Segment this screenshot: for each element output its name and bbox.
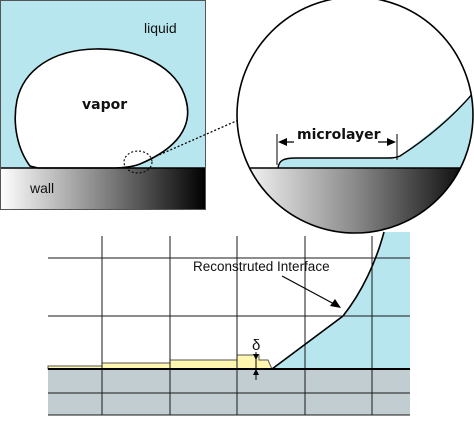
connector-line <box>151 117 244 159</box>
grid <box>48 236 410 416</box>
top-left-frame <box>0 0 206 210</box>
interface-pointer-arrowhead <box>330 299 341 308</box>
zoom-microlayer-film <box>278 158 395 168</box>
microlayer-arrow-right <box>387 138 396 146</box>
bottom-panel: δ Reconstruted Interface <box>47 231 410 416</box>
bottom-wall-region <box>48 369 410 415</box>
vapor-bubble <box>14 48 189 169</box>
microlayer-arrow-left <box>278 138 287 146</box>
zoom-interface-curve <box>277 91 473 169</box>
wall-block <box>0 168 206 210</box>
zoom-view: microlayer <box>236 0 474 234</box>
interface-label: Reconstruted Interface <box>193 259 330 274</box>
delta-arrow-up <box>253 369 259 375</box>
wall-label: wall <box>29 180 54 196</box>
zoom-wall-block <box>237 168 473 233</box>
reconstructed-microlayer <box>47 354 273 370</box>
top-left-panel: liquid vapor wall <box>0 0 206 210</box>
zoom-circle-outline <box>236 0 474 234</box>
liquid-label: liquid <box>144 20 177 36</box>
zoom-marker-circle <box>123 150 153 174</box>
interface-pointer-line <box>281 275 337 306</box>
bottom-liquid-region <box>272 232 410 369</box>
vapor-label: vapor <box>82 97 127 113</box>
microlayer-label: microlayer <box>297 127 381 143</box>
delta-arrow-down <box>253 354 259 360</box>
reconstructed-interface-line <box>271 231 385 370</box>
microlayer-label-bg <box>294 124 378 144</box>
delta-label: δ <box>252 337 260 354</box>
